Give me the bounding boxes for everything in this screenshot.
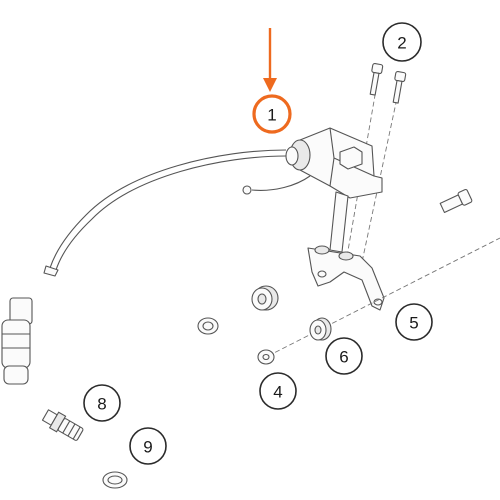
cable — [49, 149, 287, 269]
bolt-pair — [369, 62, 407, 104]
highlight-arrow — [263, 28, 277, 92]
callout-1-label: 1 — [267, 106, 276, 125]
callout-4-label: 4 — [273, 383, 282, 402]
washer — [257, 349, 275, 365]
connector-plug — [1, 297, 33, 385]
ground-wire — [251, 175, 311, 191]
callout-6-label: 6 — [339, 348, 348, 367]
spacer — [197, 317, 219, 335]
mounting-bracket — [307, 245, 385, 311]
actuator-unit — [285, 127, 383, 253]
callout-1: 1 — [252, 94, 292, 134]
hex-bolt — [439, 189, 473, 213]
callout-9: 9 — [129, 427, 167, 465]
callout-2-label: 2 — [397, 34, 406, 53]
callout-8-label: 8 — [97, 395, 106, 414]
callout-4: 4 — [259, 372, 297, 410]
callout-8: 8 — [83, 384, 121, 422]
sealing-ring — [102, 471, 128, 489]
grommet — [251, 285, 279, 311]
callout-9-label: 9 — [143, 438, 152, 457]
callout-5-label: 5 — [409, 314, 418, 333]
bushing — [309, 317, 332, 341]
callout-2: 2 — [382, 22, 422, 62]
callout-5: 5 — [395, 303, 433, 341]
callout-6: 6 — [325, 337, 363, 375]
sensor — [41, 409, 84, 441]
